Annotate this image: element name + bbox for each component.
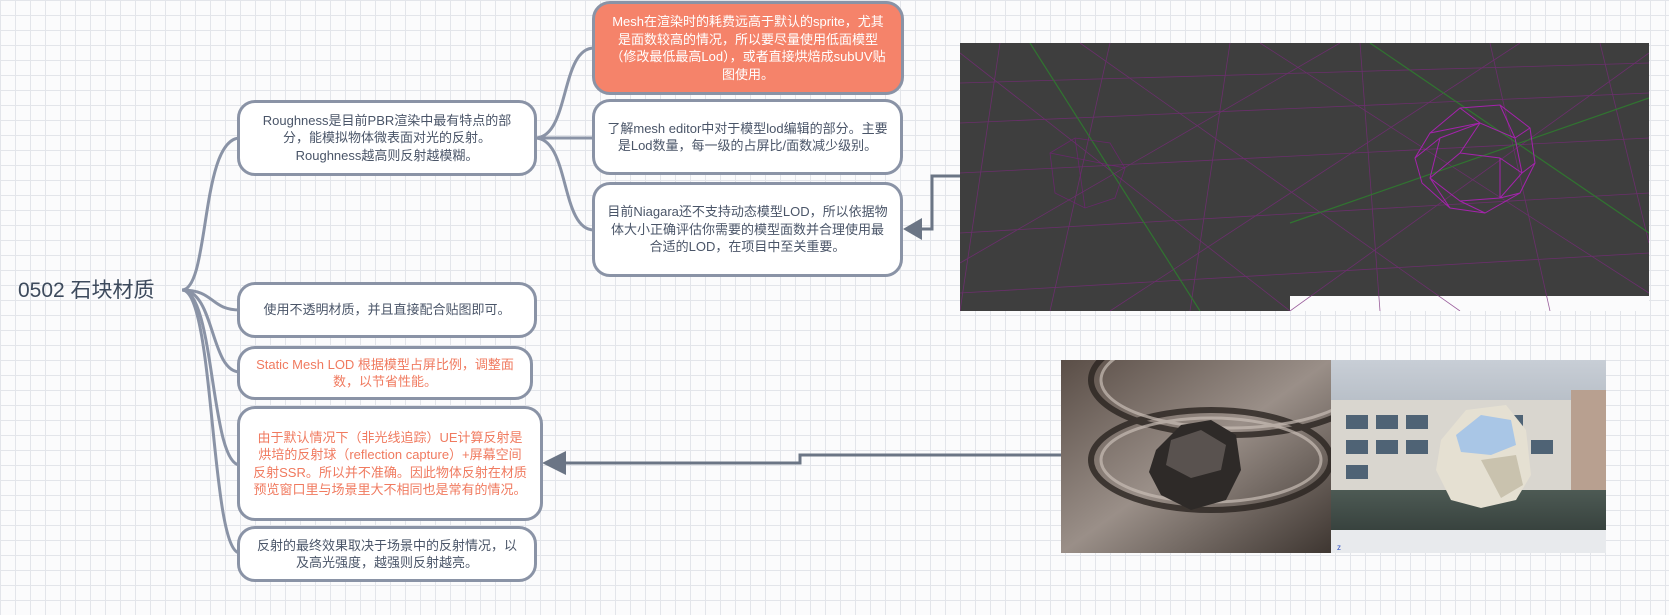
connector-roughness-meshcost xyxy=(534,46,595,140)
connector-root-lod xyxy=(181,288,241,374)
wireframe-viewport-image xyxy=(960,43,1649,311)
connector-root-reflection xyxy=(181,288,241,467)
connector-roughness-niagara xyxy=(534,136,595,232)
sub-branch-mesh-editor[interactable]: 了解mesh editor中对于模型lod编辑的部分。主要是Lod数量，每一级的… xyxy=(592,99,903,175)
arrow-head-reflection xyxy=(542,451,566,475)
sub-branch-niagara-text: 目前Niagara还不支持动态模型LOD，所以依据物体大小正确评估你需要的模型面… xyxy=(607,204,888,255)
branch-roughness-text: Roughness是目前PBR渲染中最有特点的部分，能模拟物体微表面对光的反射。… xyxy=(262,112,512,163)
root-topic[interactable]: 0502 石块材质 xyxy=(18,279,155,302)
svg-text:z: z xyxy=(1337,543,1341,552)
connector-root-roughness xyxy=(181,136,241,292)
sub-branch-mesh-cost[interactable]: Mesh在渲染时的耗费远高于默认的sprite，尤其是面数较高的情况，所以要尽量… xyxy=(592,1,904,95)
branch-lod[interactable]: Static Mesh LOD 根据模型占屏比例，调整面数，以节省性能。 xyxy=(237,346,533,400)
arrow-head-wireframe xyxy=(903,218,922,240)
branch-reflection-text: 由于默认情况下（非光线追踪）UE计算反射是烘培的反射球（reflection c… xyxy=(253,429,527,498)
connector-root-final xyxy=(181,288,241,555)
branch-final[interactable]: 反射的最终效果取决于场景中的反射情况，以及高光强度，越强则反射越亮。 xyxy=(237,526,537,582)
branch-lod-text: Static Mesh LOD 根据模型占屏比例，调整面数，以节省性能。 xyxy=(256,356,514,390)
branch-roughness[interactable]: Roughness是目前PBR渲染中最有特点的部分，能模拟物体微表面对光的反射。… xyxy=(237,100,537,176)
sub-branch-niagara[interactable]: 目前Niagara还不支持动态模型LOD，所以依据物体大小正确评估你需要的模型面… xyxy=(592,182,903,277)
branch-final-text: 反射的最终效果取决于场景中的反射情况，以及高光强度，越强则反射越亮。 xyxy=(256,537,517,571)
arrow-line-reflection xyxy=(566,453,1061,465)
reflection-comparison-image: z xyxy=(1061,360,1606,553)
sub-branch-mesh-cost-text: Mesh在渲染时的耗费远高于默认的sprite，尤其是面数较高的情况，所以要尽量… xyxy=(610,14,886,82)
connector-root-opaque xyxy=(181,288,241,312)
branch-opaque-text: 使用不透明材质，并且直接配合贴图即可。 xyxy=(263,302,511,318)
sub-branch-mesh-editor-text: 了解mesh editor中对于模型lod编辑的部分。主要是Lod数量，每一级的… xyxy=(607,120,888,154)
arrow-line-wireframe xyxy=(922,174,960,231)
branch-reflection[interactable]: 由于默认情况下（非光线追踪）UE计算反射是烘培的反射球（reflection c… xyxy=(237,406,543,521)
branch-opaque[interactable]: 使用不透明材质，并且直接配合贴图即可。 xyxy=(237,282,537,338)
